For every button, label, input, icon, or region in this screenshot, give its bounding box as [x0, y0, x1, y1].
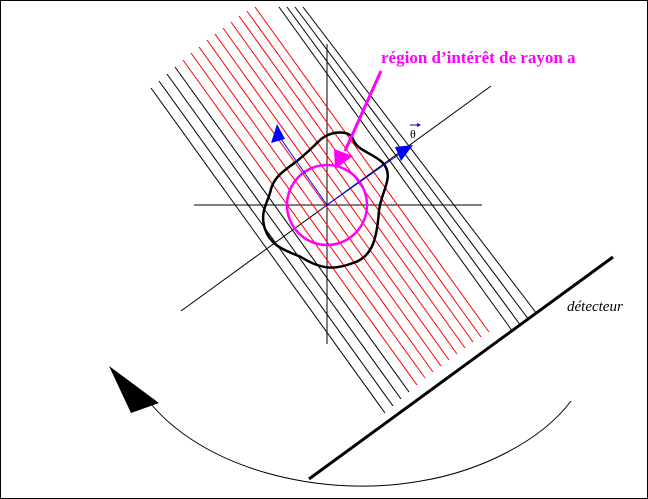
rotation-arrow-icon	[109, 366, 159, 413]
theta-text: θ	[410, 127, 416, 141]
theta-label: θ	[410, 123, 421, 141]
region-of-interest-circle	[285, 163, 369, 247]
detector-label: détecteur	[567, 299, 623, 315]
direction-arrows	[271, 124, 413, 206]
direction-arrow-icon	[395, 145, 413, 161]
region-label: région d’intérêt de rayon a	[381, 48, 576, 67]
region-annotation-arrow	[334, 70, 383, 169]
perpendicular-arrow-icon	[271, 124, 285, 143]
rotation-arc	[146, 398, 572, 487]
object-contour	[261, 131, 389, 269]
projection-rays-outer	[150, 6, 538, 414]
detector-line	[308, 255, 614, 481]
